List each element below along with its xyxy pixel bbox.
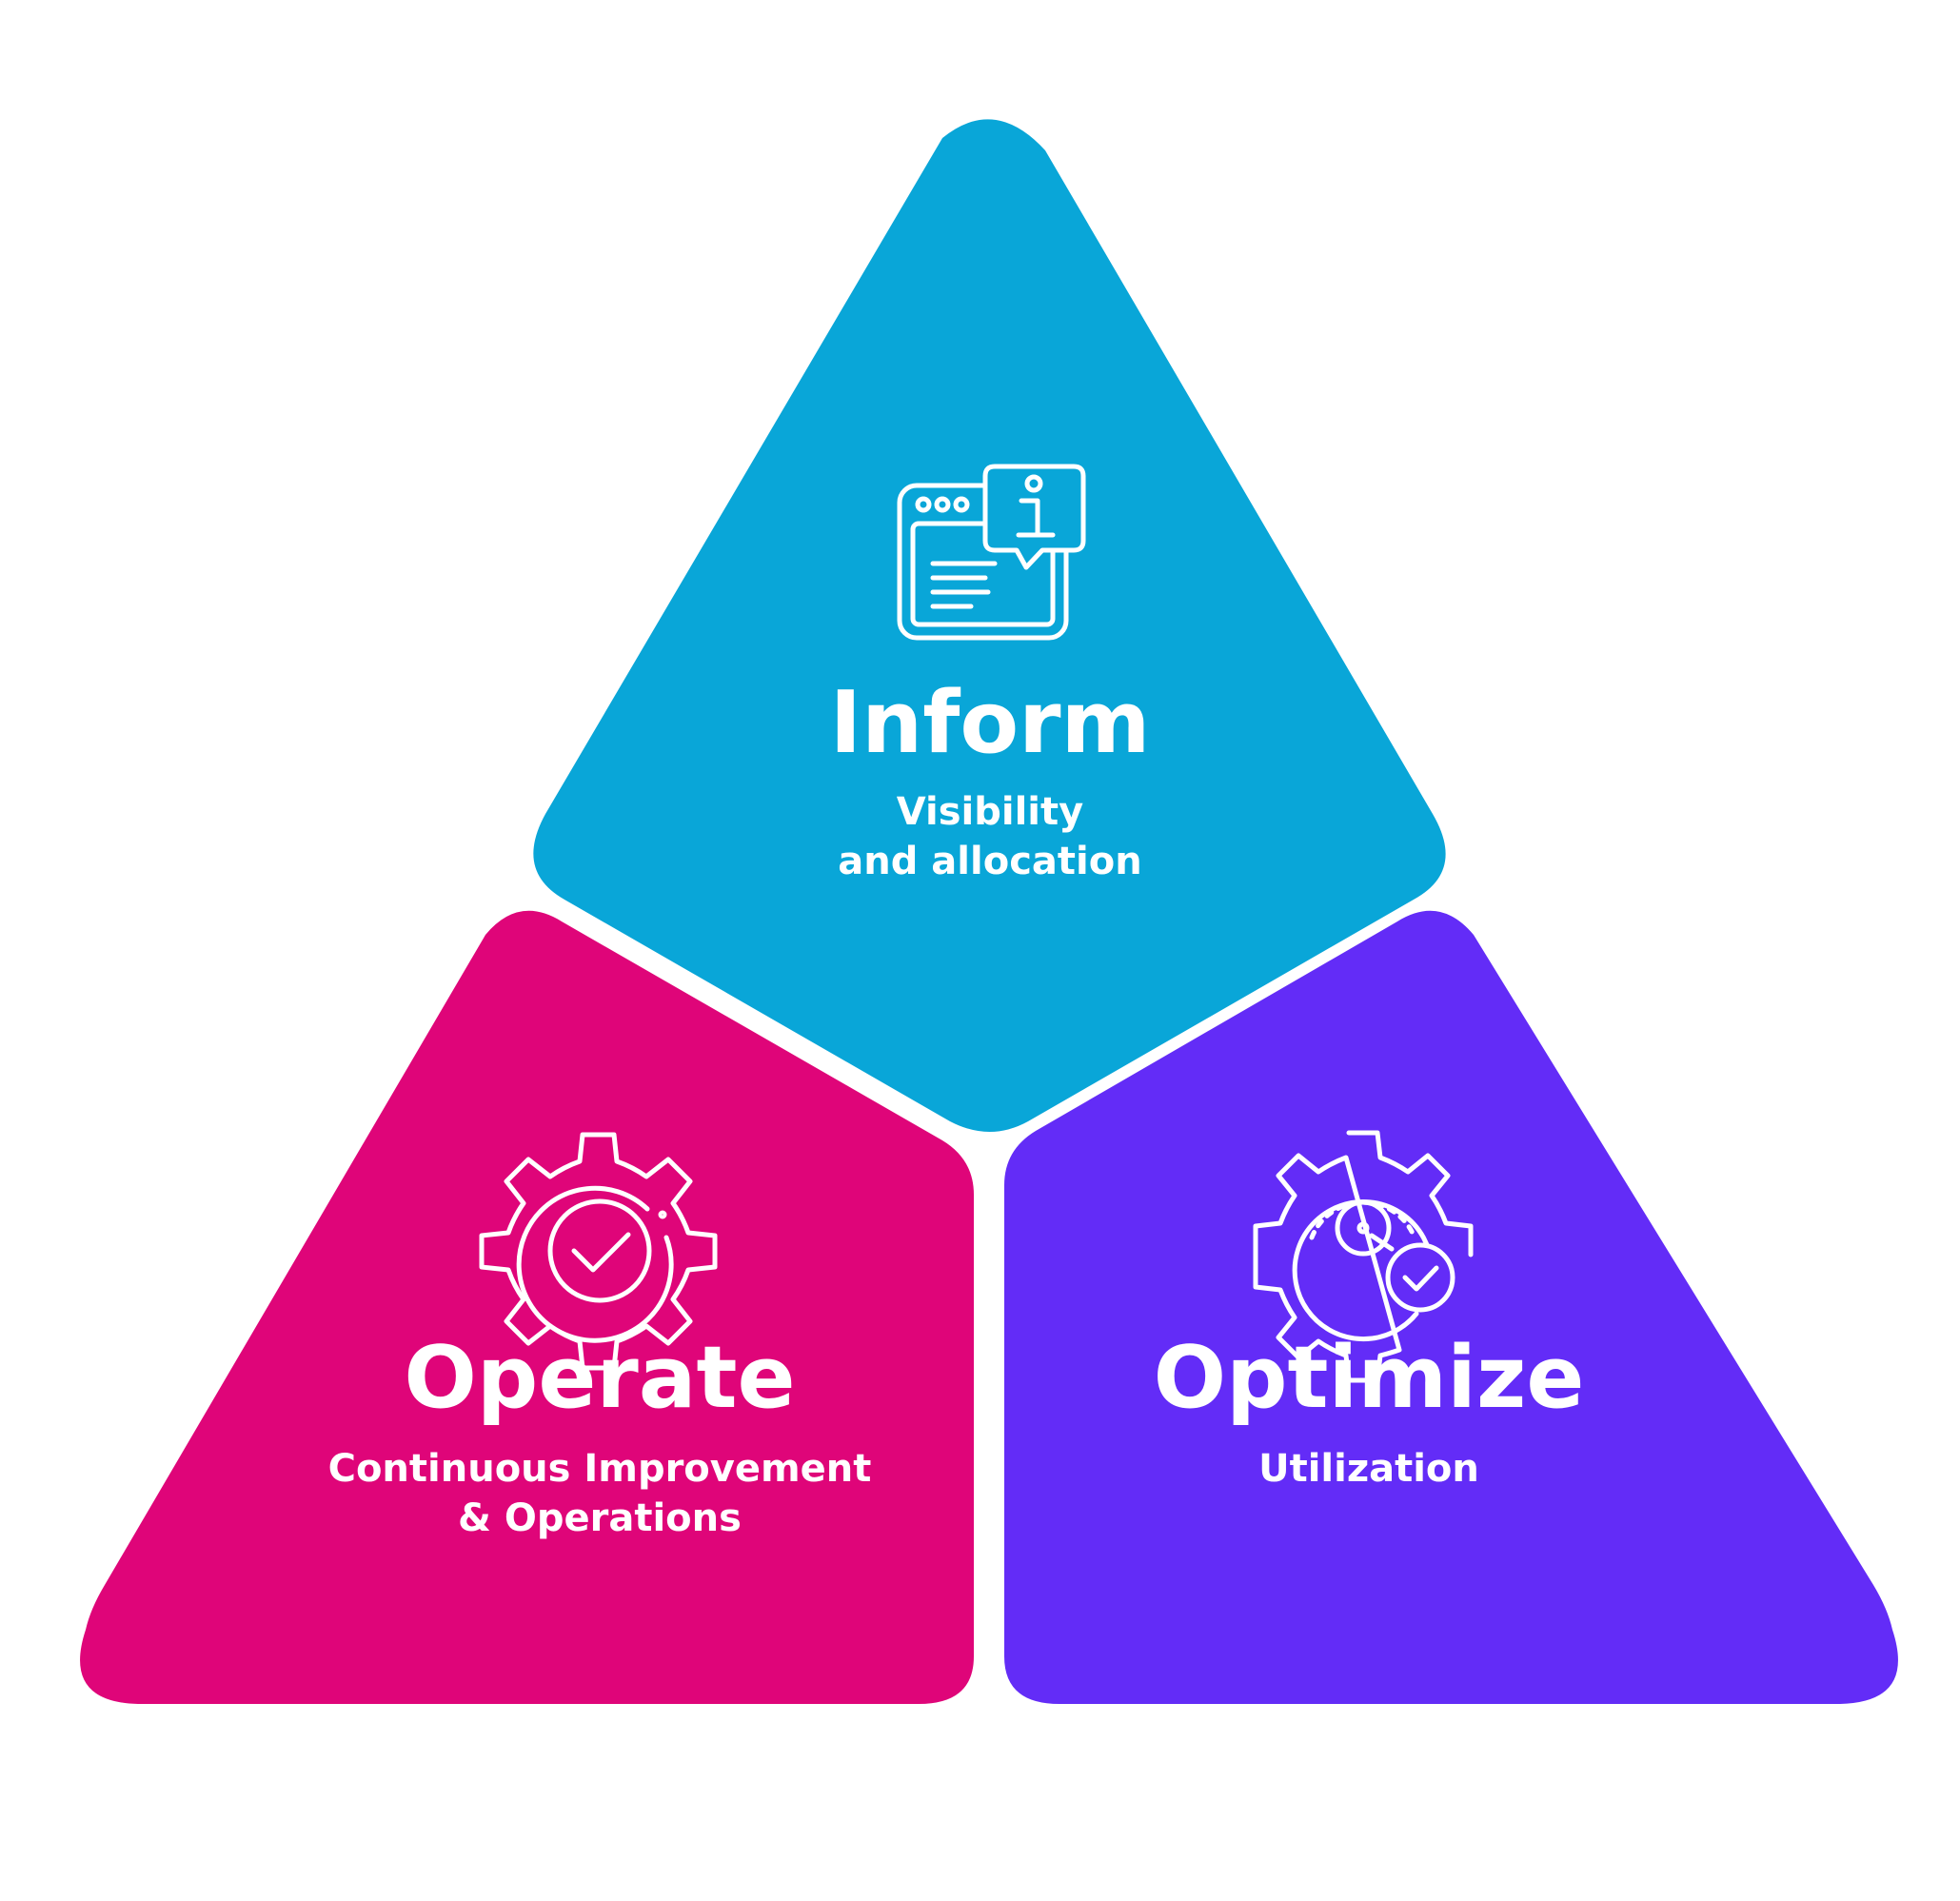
inform-title: Inform [830, 673, 1151, 773]
optimize-title: Optimize [1154, 1328, 1585, 1428]
gear-check-icon [479, 1132, 718, 1371]
browser-info-icon [897, 464, 1086, 641]
optimize-segment: Optimize Utilization [1004, 910, 1898, 1704]
operate-segment: Operate Continuous Improvement & Operati… [80, 910, 975, 1704]
gear-gauge-check-icon [1253, 1130, 1474, 1383]
operate-shape [80, 910, 975, 1704]
inform-segment: Inform Visibility and allocation [533, 119, 1446, 1132]
inform-subtitle-line-2: and allocation [838, 840, 1141, 883]
inform-subtitle-line-1: Visibility [897, 790, 1083, 834]
optimize-shape [1004, 910, 1898, 1704]
operate-subtitle-line-2: & Operations [458, 1496, 742, 1540]
operate-subtitle-line-1: Continuous Improvement [328, 1447, 872, 1491]
operate-title: Operate [404, 1328, 795, 1428]
optimize-subtitle-line-1: Utilization [1258, 1447, 1479, 1491]
